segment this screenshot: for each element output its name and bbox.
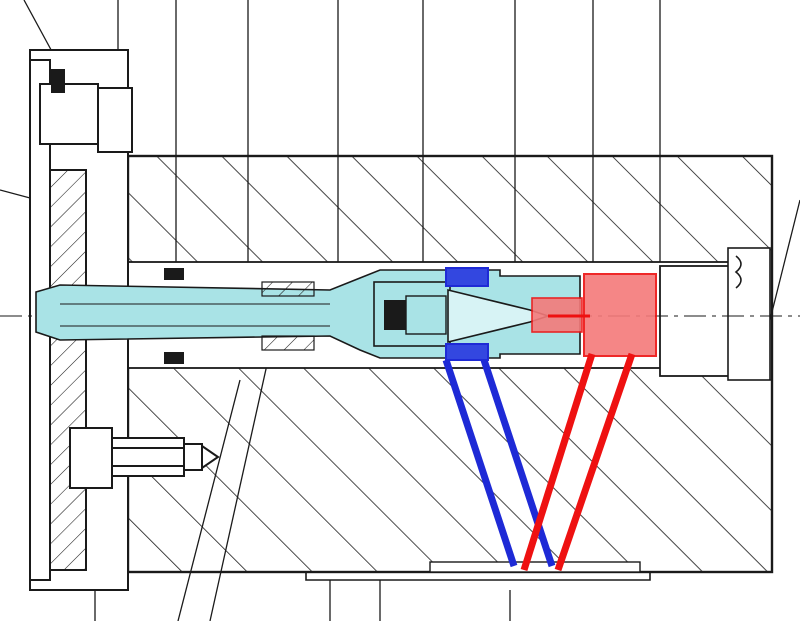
blue-channel <box>442 267 556 568</box>
red-channel <box>520 273 657 572</box>
piston-rod <box>35 268 581 364</box>
